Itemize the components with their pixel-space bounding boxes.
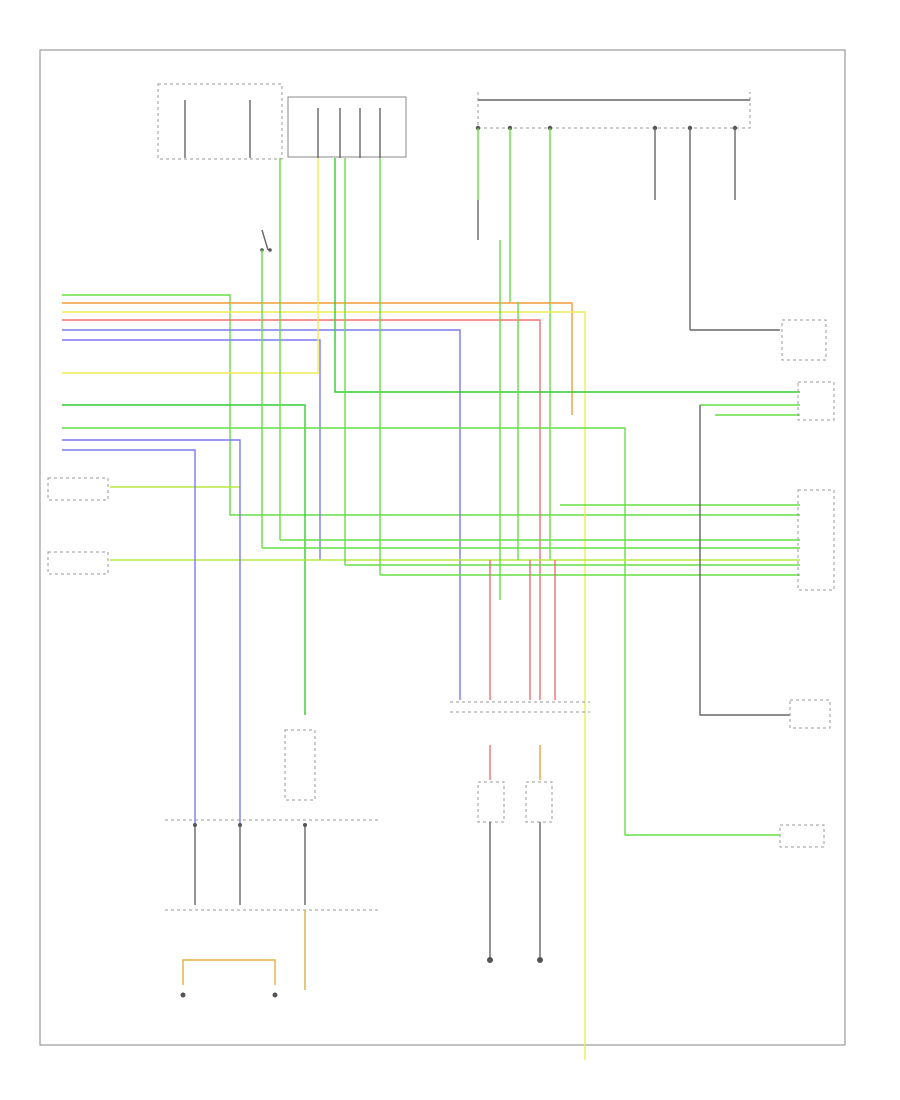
connectors-left: [47, 477, 109, 575]
junction-block-top-right: [475, 92, 751, 131]
wires-bottom-left: [180, 910, 306, 998]
wires-center-down: [450, 560, 590, 780]
control-unit-bottom-left: [165, 729, 380, 911]
connectors-right: [779, 319, 835, 848]
wires-junction-down: [477, 128, 780, 560]
switch-top-left: [260, 229, 272, 252]
fuse-box-top-left: [157, 83, 407, 160]
wire-bus-right: [62, 158, 800, 836]
diagram-border: [39, 49, 846, 1046]
lamps: [477, 781, 553, 963]
wire-bus-lower-left: [62, 439, 306, 825]
